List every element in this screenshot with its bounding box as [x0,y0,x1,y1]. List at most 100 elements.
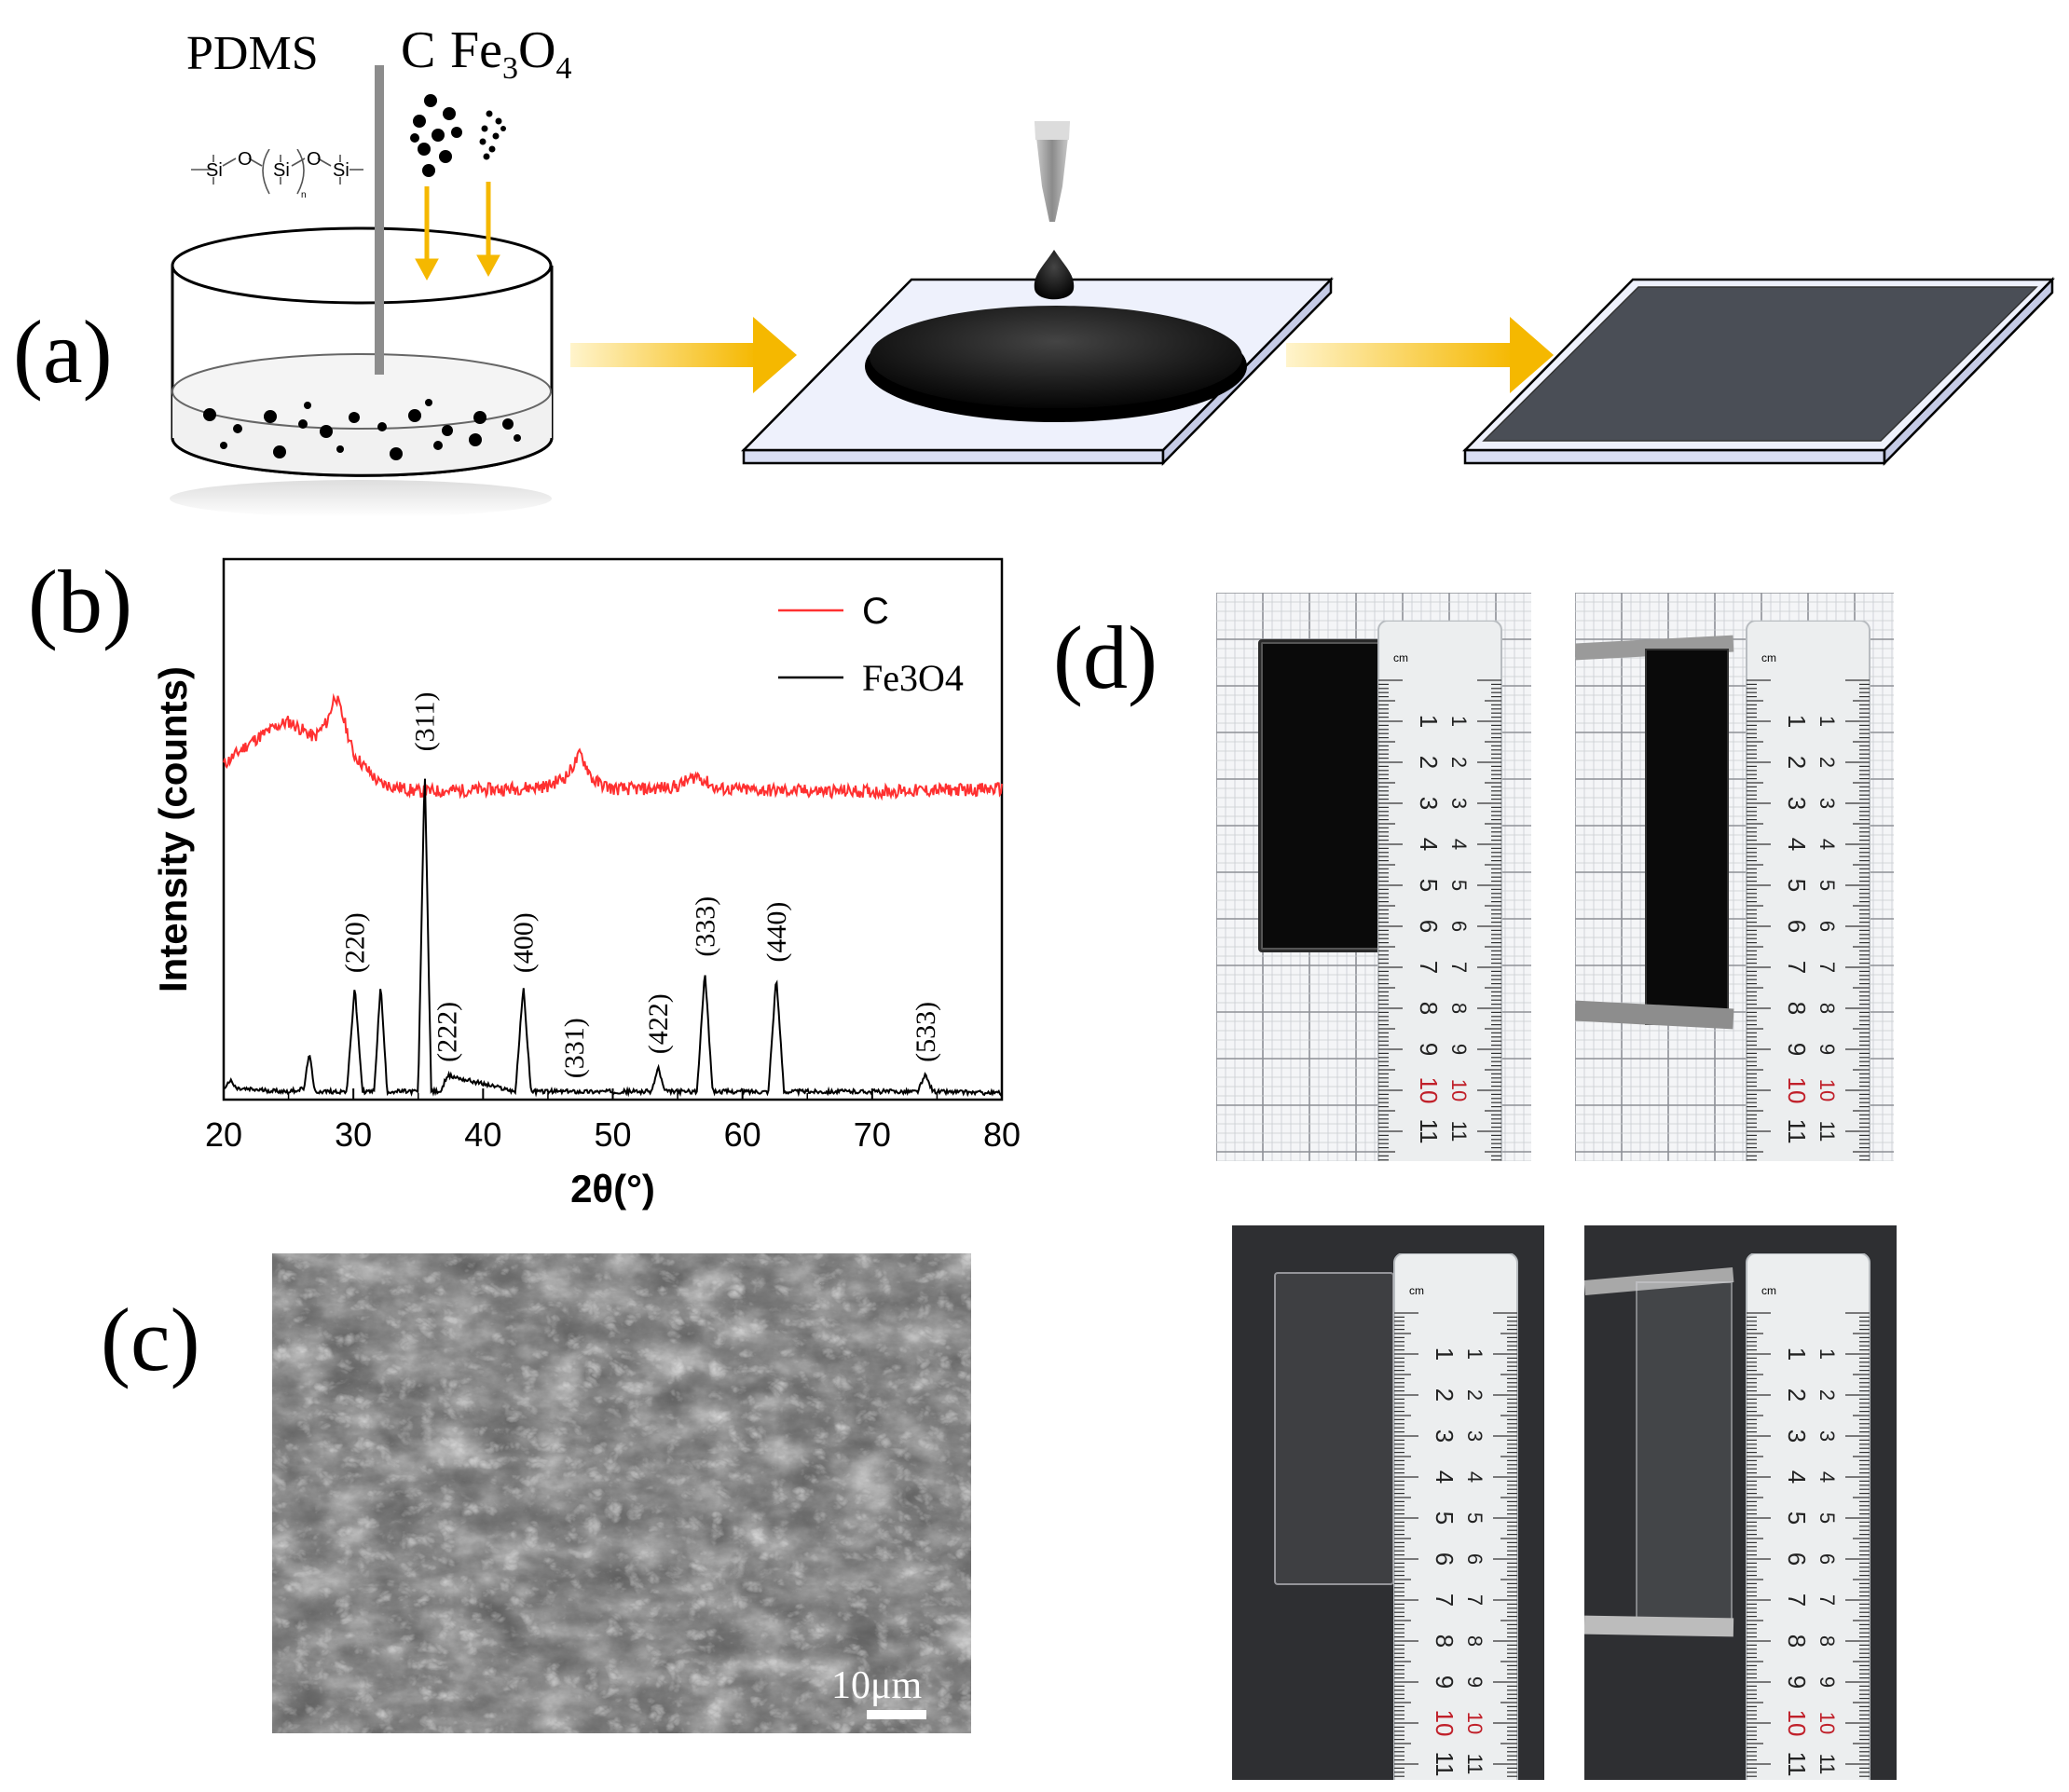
ruler-number: 4 [1783,1471,1811,1484]
x-tick-label: 70 [854,1115,891,1154]
ruler-number: 4 [1783,838,1811,851]
ruler-number: 3 [1783,1429,1811,1443]
ruler-number: 6 [1463,1553,1487,1565]
cured-composite-film [1462,276,2055,467]
ruler-body [1746,620,1870,1161]
carbon-particles [410,94,462,177]
ruler-number: 8 [1816,1635,1839,1647]
ruler-number: 9 [1447,1044,1471,1055]
carbon-label: C [401,21,436,79]
ruler-number: 9 [1816,1676,1839,1688]
ruler-number: 6 [1816,921,1839,932]
sem-texture [272,1253,971,1733]
clamp-bottom [1584,1615,1734,1637]
o-atom-1: O [238,149,253,170]
x-tick-label: 80 [983,1115,1021,1154]
ruler-number: 9 [1783,1043,1811,1056]
ruler-number: 11 [1431,1752,1459,1777]
pdms-bonds [191,149,363,195]
ruler-number: 8 [1816,1003,1839,1014]
particles-in-beaker [203,399,521,460]
peak-label: (400) [508,912,539,973]
peak-label: (533) [911,1002,941,1062]
ruler-number: 11 [1816,1121,1839,1142]
casting-glass-plate [741,121,1334,467]
ruler-number: 10 [1783,1710,1811,1737]
panel-label-c: (c) [101,1290,200,1389]
ruler-number: 8 [1783,1002,1811,1015]
panel-label-d: (d) [1053,608,1158,707]
peak-label: (331) [559,1018,590,1078]
ruler-number: 6 [1783,920,1811,933]
ruler-number: 7 [1415,961,1443,974]
peak-label: (333) [690,896,720,957]
ruler-number: 4 [1431,1471,1459,1484]
x-tick-label: 20 [205,1115,242,1154]
ruler-number: 10 [1816,1079,1839,1101]
ruler-number: 1 [1431,1347,1459,1361]
plot-frame [222,557,1004,1101]
ruler-number: 7 [1783,961,1811,974]
o-atom-2: O [307,149,322,170]
ruler-number: 1 [1447,716,1471,727]
series-line-c [223,692,1003,801]
ruler-number: 2 [1431,1388,1459,1402]
scale-bar-label: 10μm [831,1664,923,1707]
ruler-number: 7 [1463,1594,1487,1606]
ruler-number: 2 [1415,756,1443,769]
ruler-number: 11 [1447,1121,1471,1142]
pdms-structure: Si O Si O Si n [191,149,363,233]
legend-entry: C [862,591,889,632]
x-tick-label: 30 [335,1115,372,1154]
ruler-number: 2 [1816,757,1839,768]
ruler-number: 5 [1816,1512,1839,1524]
ruler-number: 5 [1816,880,1839,891]
ruler-number: 8 [1463,1635,1487,1647]
ruler-number: 1 [1463,1348,1487,1360]
ruler-number: 5 [1783,879,1811,892]
ruler-number: 10 [1783,1077,1811,1104]
ruler-number: 2 [1783,1388,1811,1402]
peak-label: (220) [340,912,371,973]
ruler-number: 3 [1783,797,1811,810]
ruler-number: 7 [1431,1594,1459,1607]
x-tick-label: 60 [724,1115,761,1154]
ruler-number: 5 [1783,1512,1811,1525]
ruler-number: 9 [1431,1676,1459,1689]
ruler-number: 2 [1816,1389,1839,1401]
ruler-number: 5 [1415,879,1443,892]
ruler-number: 6 [1783,1553,1811,1566]
process-arrow-2 [1286,317,1554,393]
ruler-body [1393,1252,1518,1780]
ruler-number: 4 [1816,1471,1839,1483]
pipette-tip [1034,121,1070,222]
ruler-number: 9 [1415,1043,1443,1056]
ruler-number: 1 [1816,1348,1839,1360]
panel-label-a: (a) [13,302,113,402]
ruler-number: 11 [1816,1754,1839,1775]
ruler-number: 9 [1783,1676,1811,1689]
ruler-number: 10 [1463,1712,1487,1734]
scale-bar [867,1710,926,1719]
ruler-number: 9 [1816,1044,1839,1055]
peak-label: (222) [432,1002,462,1062]
ruler-number: 10 [1431,1710,1459,1737]
fabrication-schematic [170,65,2055,517]
panel-label-b: (b) [28,552,132,651]
ruler-number: 10 [1447,1079,1471,1101]
ruler-number: 8 [1431,1635,1459,1648]
ruler-number: 6 [1431,1553,1459,1566]
black-film [1258,639,1383,952]
ruler-number: 8 [1783,1635,1811,1648]
ruler-number: 3 [1816,798,1839,809]
ruler-number: 3 [1463,1430,1487,1442]
ruler-number: 6 [1447,921,1471,932]
ruler-number: 3 [1447,798,1471,809]
